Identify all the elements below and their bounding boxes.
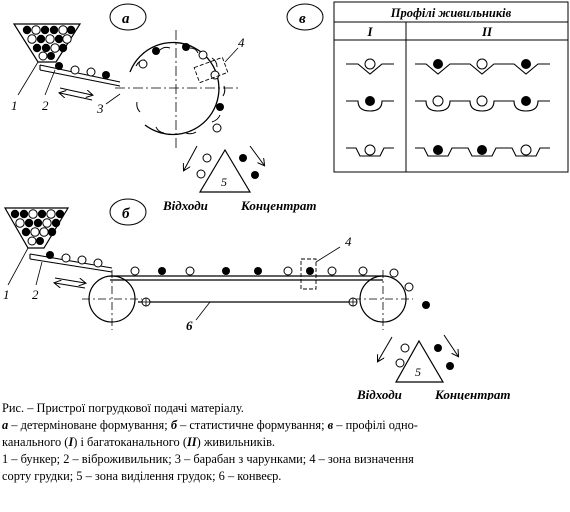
panel-b-label: б [122,206,130,222]
waste-label-a: Відходи [162,198,208,213]
concentrate-label-a: Концентрат [240,198,316,213]
waste-label-b: Відходи [356,387,402,400]
caption-line-1: Рис. – Пристрої погрудкової подачі матер… [2,400,568,417]
label-2-b: 2 [32,287,39,302]
vibration-arrow-b [54,277,85,283]
panel-v-label: в [299,11,306,27]
caption-a-marker: а [2,418,9,432]
conveyor [82,270,413,330]
vibrofeeder-a [39,64,121,87]
zone-4-rect-b [300,258,317,290]
panel-b-label-circle [109,198,147,226]
label-5-b: 5 [415,365,421,379]
separation-triangle-b [394,339,445,383]
caption-legend-1: 1 – бункер; 2 – віброживильник; 3 – бара… [2,452,414,466]
panel-v: в Профілі живильників I II [286,1,569,173]
caption-line3-post: ) живильників. [196,435,276,449]
feeder-b-particles [46,251,103,268]
panel-a-label-circle [109,3,147,31]
separation-triangle-a [198,148,252,193]
conveyor-particles [130,266,430,309]
hopper-b-particles [10,209,65,246]
feeder-a-particles [55,62,110,79]
vibration-arrow-a [59,87,92,95]
profile-row-1 [346,58,550,75]
profile-row-3 [346,144,550,157]
caption-v-text: – профілі одно- [333,418,418,432]
label-6-b: 6 [186,318,193,333]
panel-v-label-circle [286,3,324,31]
label-4-b: 4 [345,234,352,249]
panel-b: б [3,198,510,400]
caption-title: Рис. – Пристрої погрудкової подачі матер… [2,401,244,415]
caption-line-2: а – детерміноване формування; б – статис… [2,417,568,434]
zone-4-rect-a [193,56,229,84]
profiles-title: Профілі живильників [390,6,512,20]
drum-with-cells [115,30,238,150]
label-3-a: 3 [96,101,104,116]
figure-diagram: а [3,1,569,400]
caption-line3-pre: канального ( [2,435,69,449]
panel-a: а [11,3,316,213]
label-4-a: 4 [238,35,245,50]
caption-line-5: сорту грудки; 5 – зона виділення грудок;… [2,468,568,485]
concentrate-label-b: Концентрат [434,387,510,400]
caption-b-marker: б [170,418,177,432]
panel-a-label: а [122,11,130,27]
profiles-col-I: I [366,24,373,39]
hopper-a-particles [22,25,76,61]
label-1-a: 1 [11,98,18,113]
caption-line3-I: I [68,435,74,449]
label-1-b: 1 [3,287,10,302]
caption-b-text: – статистичне формування; [177,418,328,432]
caption-line-4: 1 – бункер; 2 – віброживильник; 3 – бара… [2,451,568,468]
profiles-col-II: II [481,24,493,39]
profile-row-2 [346,95,550,112]
label-5-a: 5 [221,175,227,189]
caption-legend-2: сорту грудки; 5 – зона виділення грудок;… [2,469,282,483]
caption-v-marker: в [327,418,334,432]
caption-line3-mid: ) і багатоканального ( [73,435,187,449]
figure-caption: Рис. – Пристрої погрудкової подачі матер… [2,400,568,485]
profiles-table [333,1,569,173]
caption-line3-II: II [186,435,197,449]
caption-a-text: – детерміноване формування; [8,418,171,432]
caption-line-3: канального (I) і багатоканального (II) ж… [2,434,568,451]
label-2-a: 2 [42,98,49,113]
